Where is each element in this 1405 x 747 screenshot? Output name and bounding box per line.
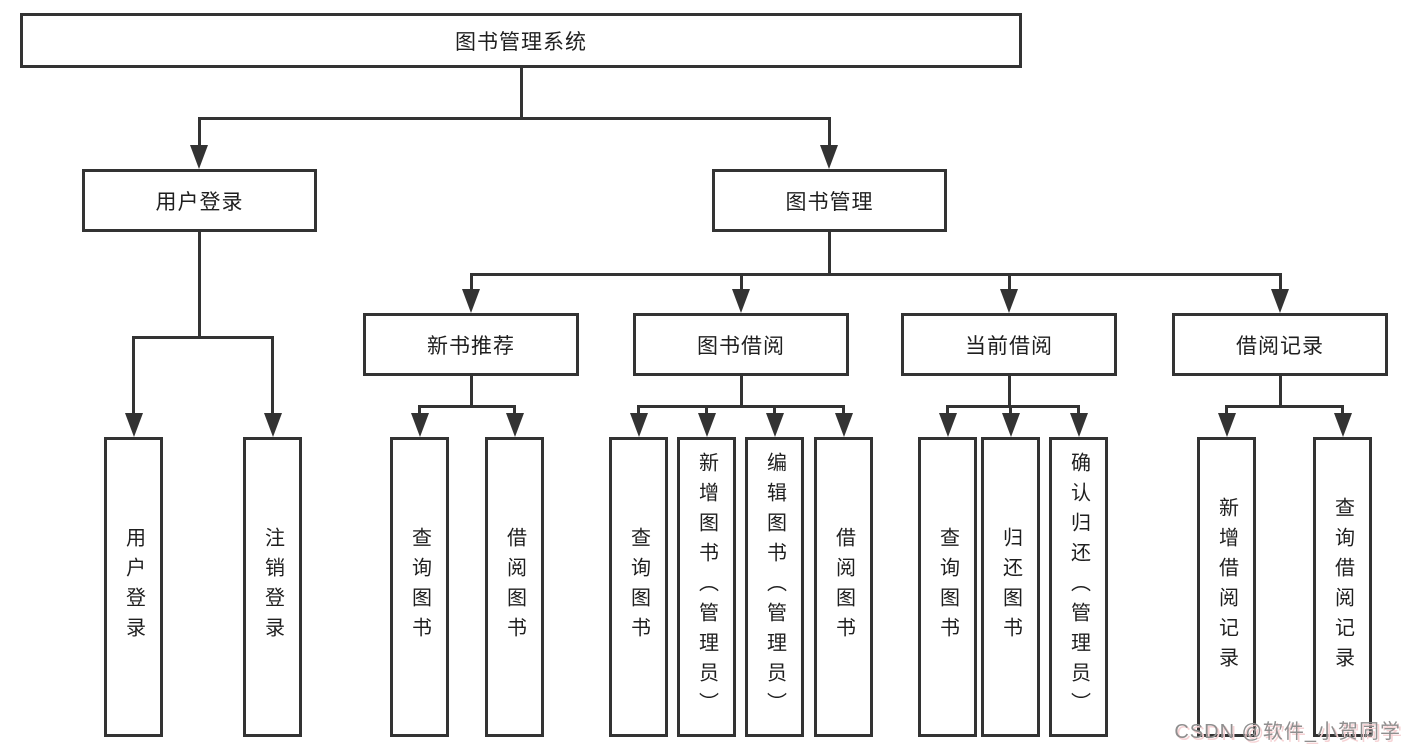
connector-drop-borrow-books [842, 405, 845, 417]
arrowhead-new-book-recommend [462, 289, 480, 313]
node-book-borrow-label: 图书借阅 [697, 334, 785, 358]
connector-drop-add-record [1225, 405, 1228, 417]
arrowhead-query-record [1334, 413, 1352, 437]
arrowhead-recommend-query [411, 413, 429, 437]
node-user-login: 用户登录 [82, 169, 317, 232]
arrowhead-return-book [1002, 413, 1020, 437]
connector-drop-borrow-query [637, 405, 640, 417]
node-current-borrow-label: 当前借阅 [965, 334, 1053, 358]
connector-current-stem [1008, 376, 1011, 408]
leaf-query-borrow-record-label: 查询借阅记录 [1331, 497, 1354, 677]
connector-recommend-stem [470, 376, 473, 408]
connector-drop-user-login [198, 117, 201, 150]
connector-drop-confirm-return [1077, 405, 1080, 417]
node-new-book-recommend-label: 新书推荐 [427, 334, 515, 358]
leaf-recommend-query-books-label: 查询图书 [408, 527, 431, 647]
arrowhead-borrow-books [835, 413, 853, 437]
node-borrow-records-label: 借阅记录 [1236, 334, 1324, 358]
arrowhead-current-borrow [1000, 289, 1018, 313]
node-borrow-records: 借阅记录 [1172, 313, 1388, 376]
connector-drop-leaf-logout [271, 336, 274, 415]
arrowhead-book-borrow [732, 289, 750, 313]
leaf-return-book-label: 归还图书 [999, 527, 1022, 647]
connector-level2-branch [198, 117, 831, 120]
leaf-current-query-books: 查询图书 [918, 437, 977, 737]
leaf-edit-book-admin: 编辑图书（管理员） [745, 437, 804, 737]
arrowhead-add-book [698, 413, 716, 437]
leaf-add-borrow-record: 新增借阅记录 [1197, 437, 1256, 737]
leaf-borrow-books: 借阅图书 [814, 437, 873, 737]
arrowhead-leaf-logout [264, 413, 282, 437]
arrowhead-current-query [939, 413, 957, 437]
leaf-edit-book-admin-label: 编辑图书（管理员） [763, 452, 786, 722]
node-book-management-label: 图书管理 [785, 190, 874, 214]
connector-user-login-stem [198, 232, 201, 339]
connector-drop-book-management [828, 117, 831, 150]
connector-level3-branch [470, 273, 1282, 276]
connector-root-stem [520, 68, 523, 120]
connector-borrow-branch [637, 405, 845, 408]
connector-drop-edit-book [773, 405, 776, 417]
connector-drop-add-book [705, 405, 708, 417]
connector-recommend-branch [418, 405, 516, 408]
leaf-add-book-admin: 新增图书（管理员） [677, 437, 736, 737]
connector-drop-current-query [946, 405, 949, 417]
node-current-borrow: 当前借阅 [901, 313, 1117, 376]
connector-drop-book-borrow [740, 273, 743, 293]
node-root: 图书管理系统 [20, 13, 1022, 68]
connector-user-leaves-branch [132, 336, 274, 339]
connector-drop-leaf-user-login [132, 336, 135, 415]
connector-drop-recommend-borrow [513, 405, 516, 417]
arrowhead-borrow-query [630, 413, 648, 437]
connector-drop-return-book [1009, 405, 1012, 417]
leaf-recommend-borrow-books: 借阅图书 [485, 437, 544, 737]
arrowhead-recommend-borrow [506, 413, 524, 437]
connector-drop-borrow-records [1279, 273, 1282, 293]
leaf-confirm-return-admin: 确认归还（管理员） [1049, 437, 1108, 737]
node-new-book-recommend: 新书推荐 [363, 313, 579, 376]
leaf-logout-label: 注销登录 [261, 527, 284, 647]
connector-records-stem [1279, 376, 1282, 408]
leaf-borrow-query-books-label: 查询图书 [627, 527, 650, 647]
leaf-add-book-admin-label: 新增图书（管理员） [695, 452, 718, 722]
connector-drop-current-borrow [1008, 273, 1011, 293]
node-book-management: 图书管理 [712, 169, 947, 232]
node-user-login-label: 用户登录 [155, 190, 244, 214]
node-book-borrow: 图书借阅 [633, 313, 849, 376]
connector-drop-new-book-recommend [470, 273, 473, 293]
leaf-recommend-query-books: 查询图书 [390, 437, 449, 737]
leaf-recommend-borrow-books-label: 借阅图书 [503, 527, 526, 647]
arrowhead-leaf-user-login [125, 413, 143, 437]
arrowhead-edit-book [766, 413, 784, 437]
arrowhead-confirm-return [1070, 413, 1088, 437]
node-root-label: 图书管理系统 [455, 30, 587, 54]
arrowhead-user-login [190, 145, 208, 169]
connector-book-management-stem [828, 232, 831, 276]
leaf-user-login-label: 用户登录 [122, 527, 145, 647]
connector-drop-recommend-query [418, 405, 421, 417]
arrowhead-borrow-records [1271, 289, 1289, 313]
leaf-user-login: 用户登录 [104, 437, 163, 737]
csdn-watermark: CSDN @软件_小贺同学 [1174, 721, 1401, 743]
arrowhead-book-management [820, 145, 838, 169]
connector-drop-query-record [1341, 405, 1344, 417]
leaf-add-borrow-record-label: 新增借阅记录 [1215, 497, 1238, 677]
leaf-borrow-books-label: 借阅图书 [832, 527, 855, 647]
connector-borrow-stem [740, 376, 743, 408]
leaf-current-query-books-label: 查询图书 [936, 527, 959, 647]
leaf-confirm-return-admin-label: 确认归还（管理员） [1067, 452, 1090, 722]
leaf-logout: 注销登录 [243, 437, 302, 737]
leaf-borrow-query-books: 查询图书 [609, 437, 668, 737]
connector-current-branch [946, 405, 1080, 408]
arrowhead-add-record [1218, 413, 1236, 437]
leaf-return-book: 归还图书 [981, 437, 1040, 737]
leaf-query-borrow-record: 查询借阅记录 [1313, 437, 1372, 737]
connector-records-branch [1225, 405, 1344, 408]
